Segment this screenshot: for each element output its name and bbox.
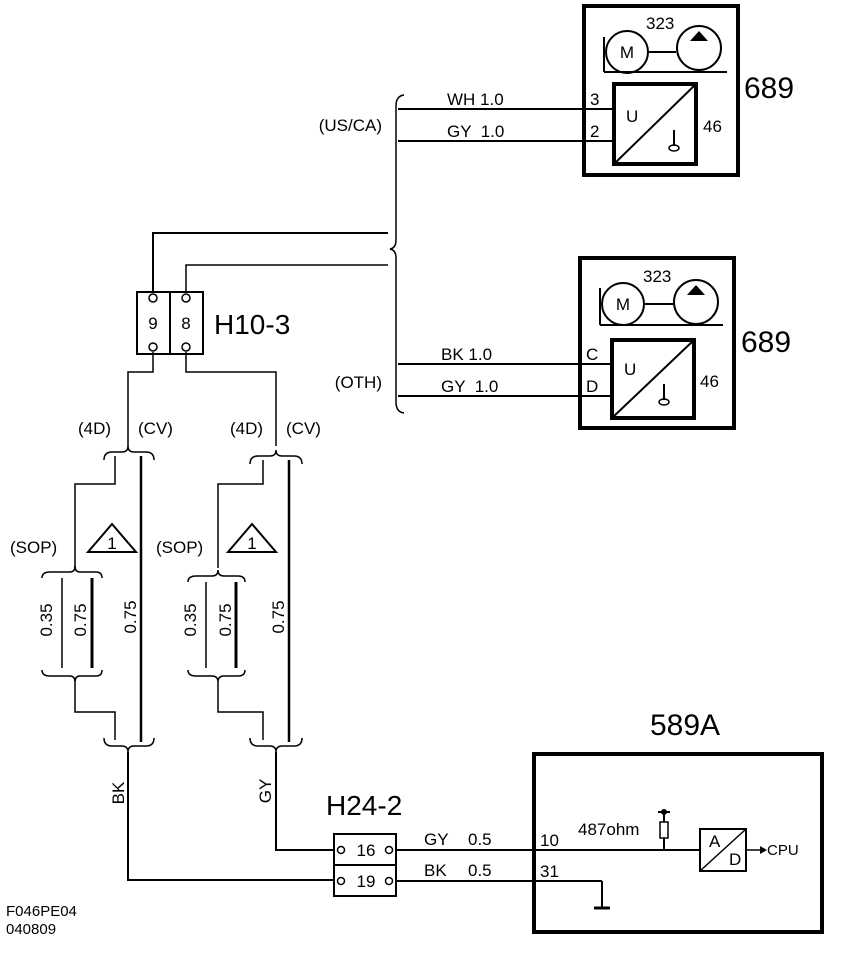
bottom-pump-id: 323 xyxy=(643,267,671,286)
ecu-box xyxy=(532,752,824,934)
top-sensor-id: 46 xyxy=(703,117,722,136)
top-sensor-letter: U xyxy=(626,107,638,126)
top-wire-1-label: WH 1.0 xyxy=(447,90,504,109)
right-variant-4d: (4D) xyxy=(230,419,263,438)
bottom-ground-symbol-icon xyxy=(658,384,670,406)
ecu-wire-1-color: GY xyxy=(424,830,449,849)
h10-3-pin-8: 8 xyxy=(181,314,190,333)
top-sensor-box xyxy=(612,82,698,166)
market-us-ca: (US/CA) xyxy=(319,116,382,135)
right-variant-sop: (SOP) xyxy=(156,538,203,557)
left-color-bk: BK xyxy=(109,781,128,804)
right-size-0-75: 0.75 xyxy=(269,600,288,633)
top-pin-2: 2 xyxy=(590,122,599,141)
bottom-sensor-box xyxy=(610,338,696,420)
bottom-motor-label: M xyxy=(616,295,630,314)
top-module-box xyxy=(582,4,740,177)
figure-date: 040809 xyxy=(6,921,56,938)
left-note-number: 1 xyxy=(107,534,116,553)
left-size-0-35: 0.35 xyxy=(37,603,56,636)
top-pump-arrow-icon xyxy=(690,31,708,41)
ecu-resistor-label: 487ohm xyxy=(578,820,639,839)
left-size-0-75: 0.75 xyxy=(121,600,140,633)
left-variant-cv: (CV) xyxy=(138,419,173,438)
right-note-number: 1 xyxy=(247,534,256,553)
left-note-triangle-icon: 1 xyxy=(85,522,139,553)
bottom-pump-arrow-icon xyxy=(687,285,705,295)
top-pump-icon xyxy=(676,25,722,71)
top-wire-2-label: GY 1.0 xyxy=(447,122,504,141)
top-pin-3: 3 xyxy=(590,90,599,109)
right-color-gy: GY xyxy=(256,779,275,804)
ecu-ground-symbol-icon xyxy=(594,881,610,910)
bottom-sensor-letter: U xyxy=(624,360,636,379)
ecu-pullup-resistor-icon xyxy=(658,809,670,850)
top-ground-symbol-icon xyxy=(668,130,680,152)
ecu-pin-31: 31 xyxy=(540,862,559,881)
ecu-cpu-arrow-icon xyxy=(760,846,767,854)
top-motor-label: M xyxy=(620,43,634,62)
h10-3-pin-9: 9 xyxy=(148,314,157,333)
ecu-wire-2-color: BK xyxy=(424,861,447,880)
ecu-wire-2-size: 0.5 xyxy=(468,861,492,880)
ecu-adc-d: D xyxy=(729,850,741,869)
market-other: (OTH) xyxy=(335,373,382,392)
left-body-brace xyxy=(103,445,155,461)
bottom-sensor-id: 46 xyxy=(700,372,719,391)
market-brace xyxy=(389,94,405,414)
left-size-0-75-sop: 0.75 xyxy=(71,603,90,636)
bottom-module-box xyxy=(578,256,736,430)
ecu-id: 589A xyxy=(650,709,720,742)
ecu-cpu-label: CPU xyxy=(767,842,799,859)
figure-code: F046PE04 xyxy=(6,903,77,920)
bottom-wire-2-label: GY 1.0 xyxy=(441,377,498,396)
h10-3-label: H10-3 xyxy=(214,309,290,340)
right-body-brace xyxy=(249,449,303,465)
bottom-pin-d: D xyxy=(586,377,598,396)
bottom-module-id: 689 xyxy=(741,326,791,359)
h24-2-pin-16: 16 xyxy=(357,841,376,860)
right-variant-cv: (CV) xyxy=(286,419,321,438)
top-module-id: 689 xyxy=(744,72,794,105)
top-pump-id: 323 xyxy=(646,14,674,33)
right-size-0-75-sop: 0.75 xyxy=(216,603,235,636)
ecu-adc-a: A xyxy=(709,832,721,851)
ecu-pin-10: 10 xyxy=(540,831,559,850)
left-variant-4d: (4D) xyxy=(78,419,111,438)
left-variant-sop: (SOP) xyxy=(10,538,57,557)
right-merge-brace xyxy=(249,737,303,753)
ecu-wire-1-size: 0.5 xyxy=(468,830,492,849)
bottom-pin-c: C xyxy=(586,345,598,364)
h24-2-label: H24-2 xyxy=(326,790,402,821)
right-note-triangle-icon: 1 xyxy=(225,522,279,553)
right-size-0-35: 0.35 xyxy=(181,603,200,636)
h24-2-pin-19: 19 xyxy=(357,872,376,891)
left-merge-brace xyxy=(103,737,155,753)
bottom-wire-1-label: BK 1.0 xyxy=(441,345,492,364)
